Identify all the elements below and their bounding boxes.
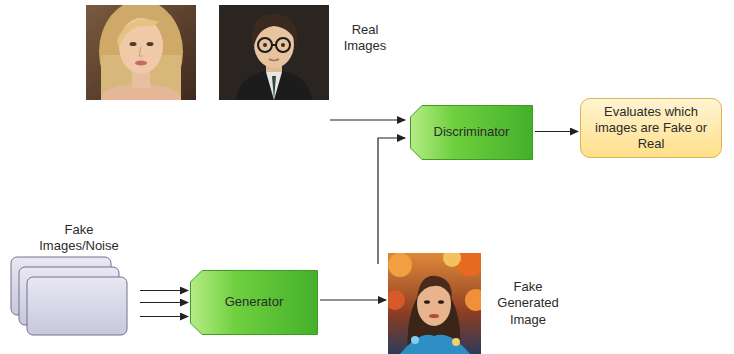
real-images-arrow bbox=[330, 119, 405, 120]
fake-generated-image bbox=[388, 253, 481, 354]
node-text: Fake Images/Noise bbox=[34, 222, 124, 255]
node-text: Evaluates which images are Fake or Real bbox=[595, 104, 707, 153]
result-box: Evaluates which images are Fake or Real bbox=[580, 98, 722, 158]
fake-image-arrow bbox=[378, 138, 405, 264]
real-image-woman bbox=[86, 5, 196, 100]
generator-box: Generator bbox=[190, 270, 318, 335]
flow-arrow bbox=[140, 316, 188, 317]
node-text: Generator bbox=[225, 294, 284, 310]
generator-output-arrow bbox=[320, 299, 386, 300]
discriminator-box: Discriminator bbox=[410, 105, 533, 160]
caption-label: Real Images bbox=[338, 22, 392, 55]
noise-stack: Fake Images/Noise bbox=[10, 222, 138, 337]
flow-arrow bbox=[140, 290, 188, 291]
caption-label: Fake Generated Image bbox=[490, 279, 566, 328]
node-text: Discriminator bbox=[434, 124, 510, 140]
real-image-boy bbox=[219, 5, 329, 100]
flow-arrow bbox=[535, 131, 578, 132]
flow-arrow bbox=[140, 302, 188, 303]
